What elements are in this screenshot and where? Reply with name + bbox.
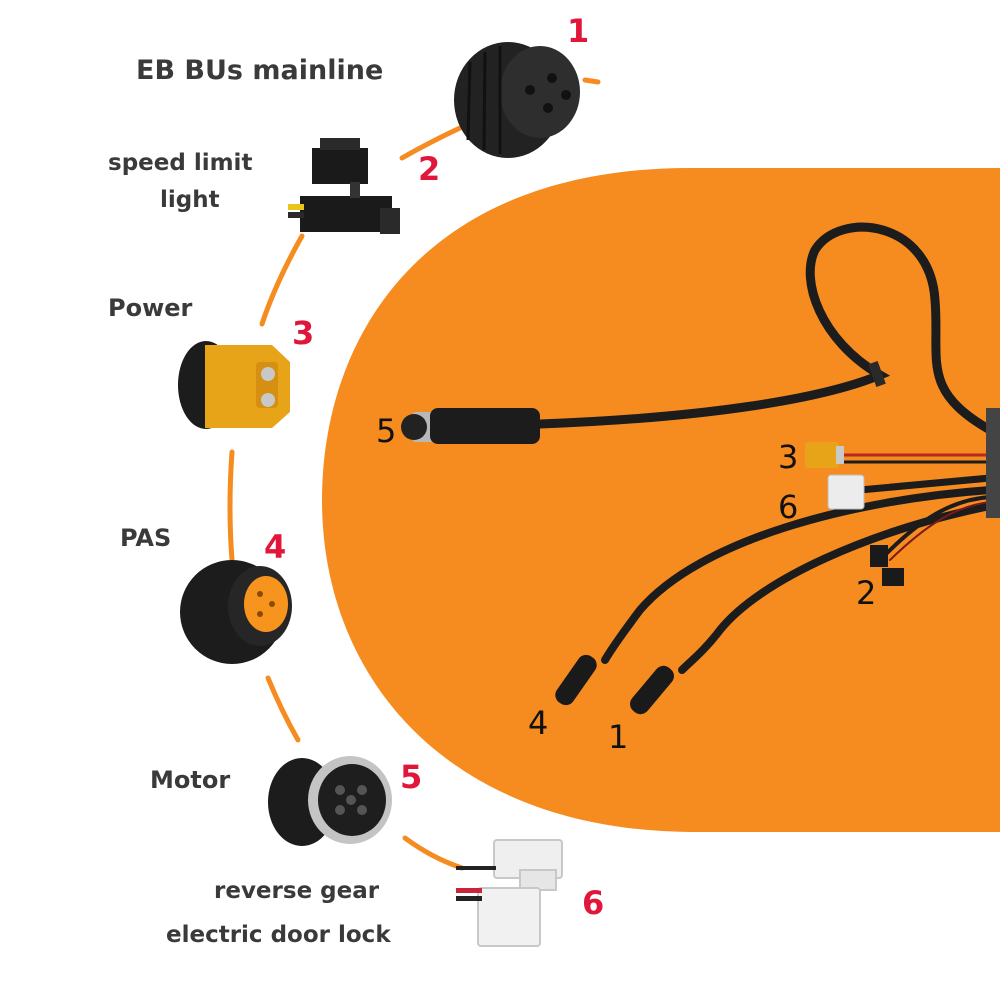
harness-white-plug	[827, 474, 865, 510]
label-eb-bus-mainline: EB BUs mainline	[136, 55, 384, 86]
harness-tag-2: 2	[856, 574, 877, 612]
label-pas: PAS	[120, 524, 172, 552]
round-orange-socket-icon	[180, 560, 292, 664]
round-waterproof-connector-icon	[454, 42, 580, 158]
connector-number-4: 4	[264, 528, 287, 566]
harness-xt60-plug	[805, 442, 844, 468]
connector-number-2: 2	[418, 150, 441, 188]
white-two-pin-plug-icon	[456, 839, 563, 947]
harness-tag-6: 6	[778, 488, 799, 526]
cable-tie	[868, 361, 886, 387]
harness-tag-4: 4	[528, 704, 549, 742]
harness-black-plug	[870, 545, 904, 586]
label-electric-door-lock: electric door lock	[166, 922, 391, 948]
connector-number-5: 5	[400, 758, 423, 796]
connector-number-1: 1	[567, 12, 590, 50]
connector-number-3: 3	[292, 314, 315, 352]
xt60-power-plug-icon	[178, 341, 290, 429]
knurled-motor-connector-icon	[268, 756, 392, 846]
harness-tag-1: 1	[608, 718, 629, 756]
label-speed-limit-line2: light	[160, 187, 220, 213]
harness-tag-5: 5	[376, 412, 397, 450]
label-power: Power	[108, 294, 193, 322]
label-reverse-gear: reverse gear	[214, 878, 380, 904]
harness-junction-block	[986, 408, 1000, 518]
harness-cables	[535, 222, 999, 674]
two-pin-black-plug-icon	[288, 138, 400, 234]
label-speed-limit-line1: speed limit	[108, 150, 253, 176]
harness-pas-connector	[555, 654, 597, 706]
connector-number-6: 6	[582, 884, 605, 922]
harness-tag-3: 3	[778, 438, 799, 476]
harness-motor-connector	[401, 408, 540, 444]
harness-mainline-connector	[630, 665, 674, 715]
label-motor: Motor	[150, 766, 231, 794]
